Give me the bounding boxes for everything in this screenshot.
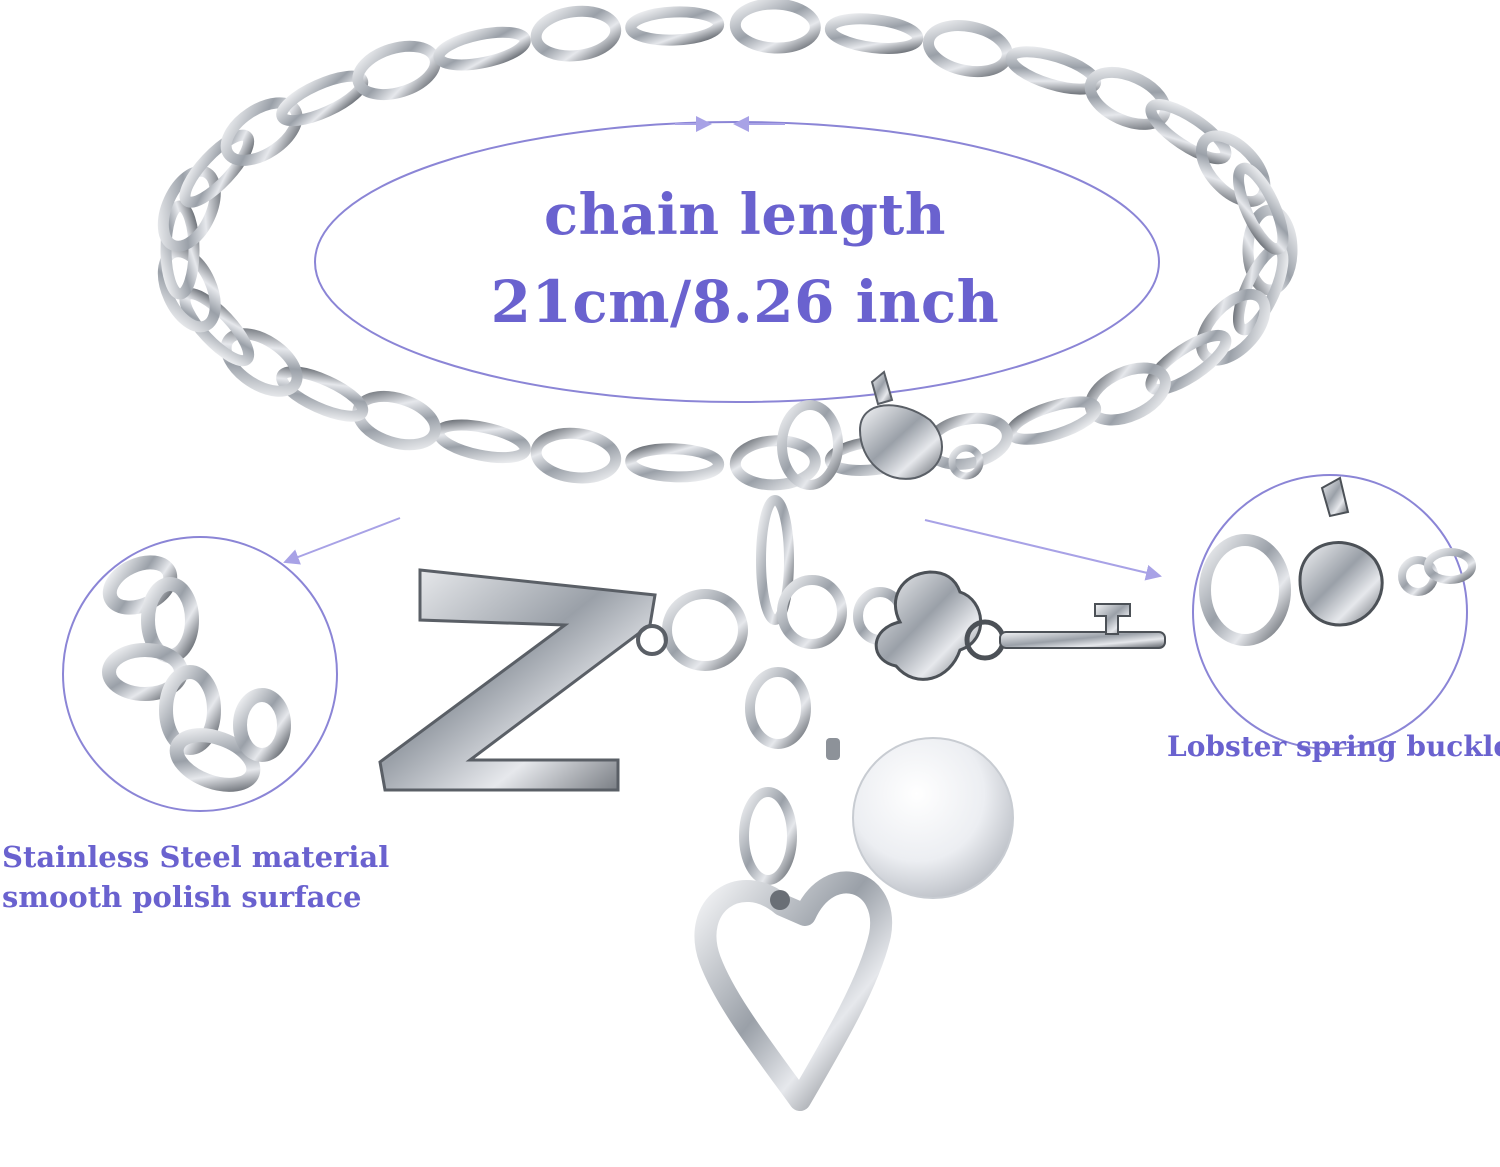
chain-link — [160, 200, 200, 300]
chain-link — [922, 20, 1013, 78]
material-zoom-circle — [62, 517, 401, 812]
letter-charm — [378, 568, 668, 792]
buckle-zoom-circle — [924, 474, 1476, 750]
chain-link — [1084, 66, 1171, 130]
chain-link — [729, 435, 821, 491]
material-label-line1: Stainless Steel material — [2, 840, 390, 874]
chain-length-title: chain length — [544, 182, 946, 248]
chain-link — [729, 0, 821, 54]
pearl-charm — [826, 737, 1014, 899]
jump-rings — [662, 495, 907, 885]
arrow-to-buckle-icon — [924, 519, 1162, 581]
chain-link — [625, 6, 725, 46]
chain-link — [157, 165, 221, 252]
chain-link — [433, 419, 531, 464]
chain-link — [1145, 99, 1232, 165]
heart-charm — [694, 871, 893, 1111]
chain-link — [824, 13, 924, 54]
chain-link — [220, 97, 303, 166]
chain-link — [179, 129, 255, 208]
chain-link — [1232, 162, 1289, 255]
chain-link — [352, 40, 441, 101]
chain-length-value: 21cm/8.26 inch — [490, 268, 1000, 336]
chain-link — [220, 328, 303, 397]
chain-link — [433, 26, 531, 71]
material-label-line2: smooth polish surface — [2, 880, 362, 914]
chain-link — [1195, 288, 1271, 366]
buckle-label: Lobster spring buckle — [1167, 730, 1500, 763]
chain-link — [1145, 329, 1232, 396]
key-charm — [874, 570, 1166, 681]
lobster-clasp — [777, 370, 984, 490]
chain-link — [352, 390, 441, 451]
chain-link — [276, 366, 369, 422]
chain-link — [1195, 130, 1271, 208]
bracelet-chain — [157, 0, 1298, 491]
chain-link — [1005, 396, 1102, 445]
chain-link — [530, 5, 622, 62]
chain-link — [530, 427, 622, 484]
chain-length-ellipse — [314, 121, 1160, 403]
chain-link — [157, 246, 221, 333]
chain-link — [625, 443, 725, 483]
arrow-to-material-icon — [283, 517, 401, 565]
